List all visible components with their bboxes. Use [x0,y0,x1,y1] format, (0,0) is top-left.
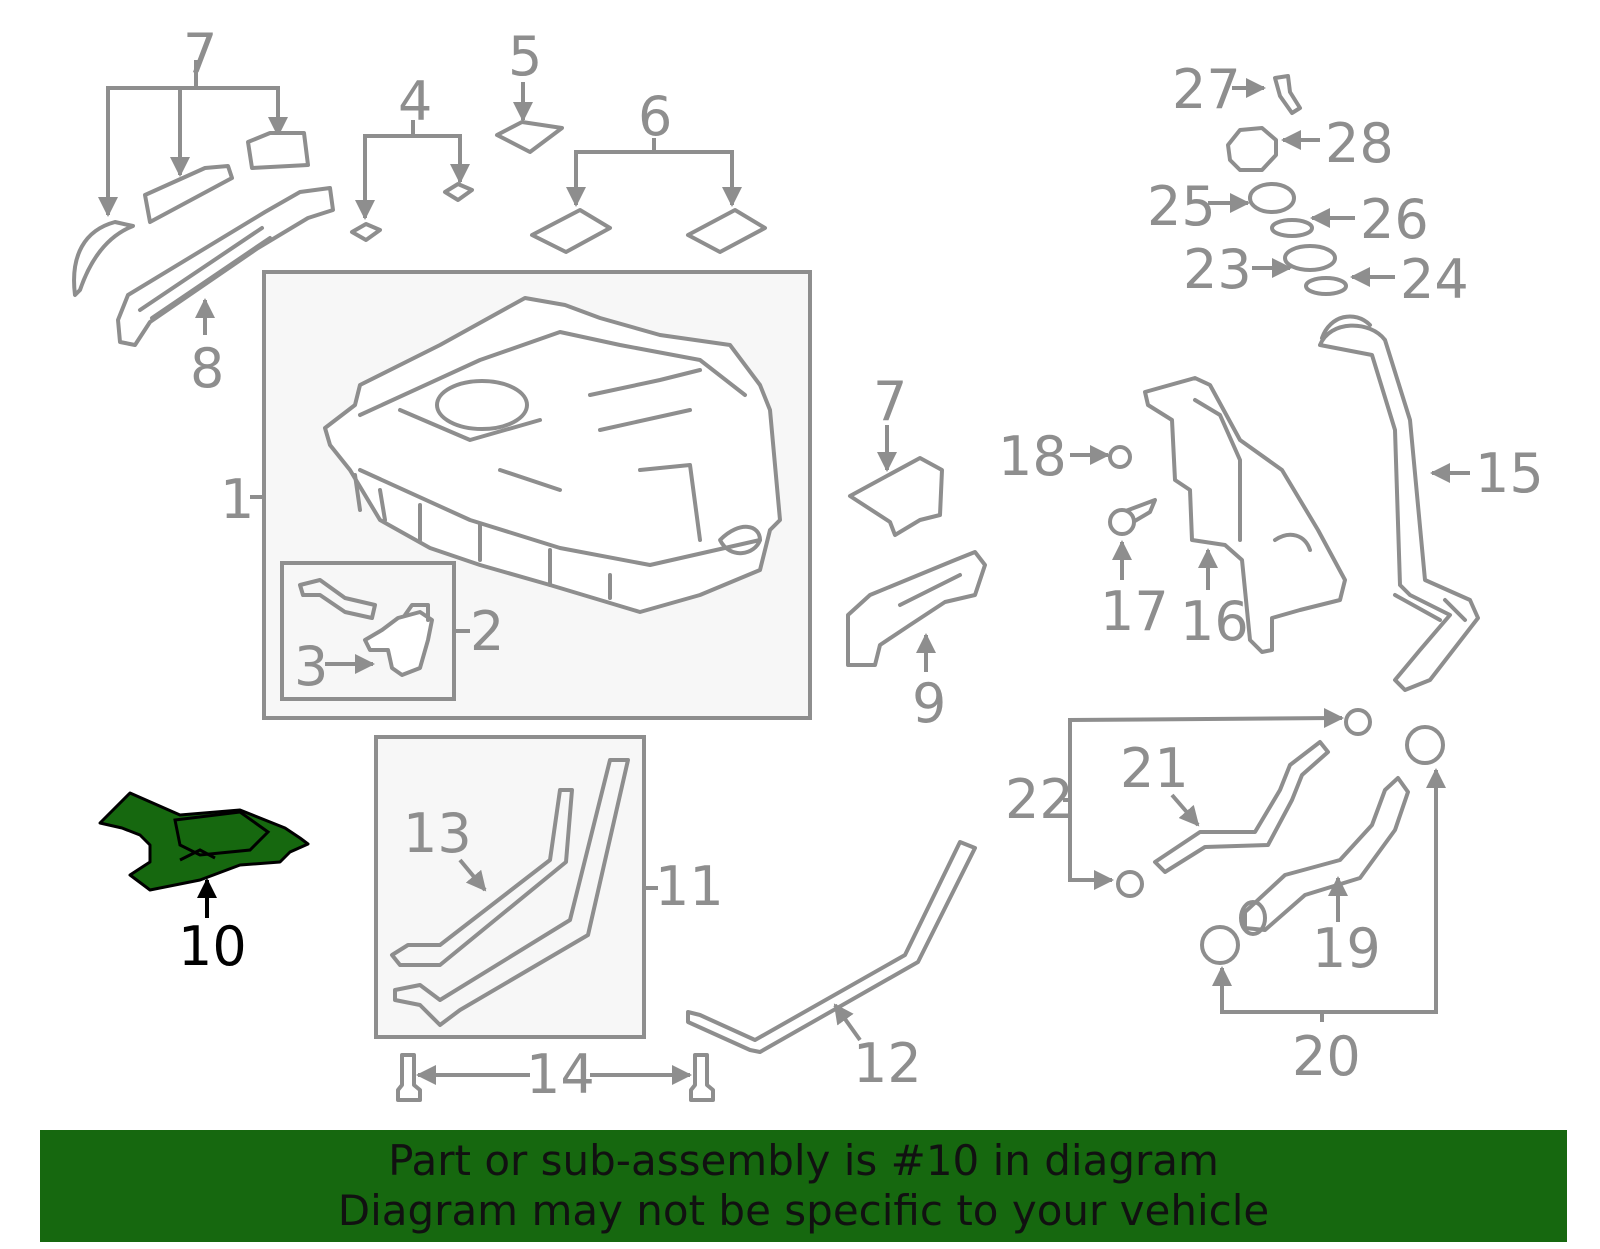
part-24-ring [1304,267,1395,296]
part-10-highlighted [98,791,310,918]
callout-15: 15 [1475,442,1544,505]
part-15-filler-pipe [1318,314,1480,692]
callout-20: 20 [1292,1025,1361,1088]
callout-12: 12 [853,1032,922,1095]
callout-8: 8 [190,337,224,400]
callout-6: 6 [638,85,672,148]
callout-7-left: 7 [183,22,217,85]
part-8-bracket [116,186,335,347]
info-banner: Part or sub-assembly is #10 in diagram D… [40,1130,1567,1242]
callout-1: 1 [220,468,254,531]
callout-24: 24 [1400,248,1469,311]
callout-18: 18 [998,425,1067,488]
callout-21: 21 [1120,737,1189,800]
callout-16: 16 [1180,590,1249,653]
callout-17: 17 [1100,580,1169,643]
banner-line-1: Part or sub-assembly is #10 in diagram [388,1136,1219,1185]
callout-19: 19 [1312,917,1381,980]
callout-13: 13 [403,802,472,865]
part-16-shield [1143,376,1347,654]
part-19-hose [1239,776,1410,936]
part-2-sender-unit [280,561,470,701]
callout-11: 11 [655,855,724,918]
callout-14: 14 [526,1043,595,1106]
callout-5: 5 [508,25,542,88]
callout-25: 25 [1147,175,1216,238]
part-7-heat-shield-right [848,425,944,537]
part-21-hose [1153,740,1330,874]
part-7-heat-shields [72,60,310,297]
callout-10: 10 [178,915,247,978]
callout-23: 23 [1183,238,1252,301]
part-9-bracket [846,550,987,672]
part-5-pad [495,82,564,154]
part-12-strap [686,840,977,1054]
part-27-bolt [1232,74,1302,115]
part-18-clip [1070,445,1132,469]
callout-26: 26 [1360,188,1429,251]
part-14-bolts [396,1053,715,1102]
part-17-screw [1108,498,1157,580]
part-11-strap-kit [374,735,658,1039]
callout-4: 4 [398,70,432,133]
callout-28: 28 [1325,112,1394,175]
part-26-ring [1270,208,1355,238]
callout-9: 9 [912,672,946,735]
part-4-pads [350,120,474,242]
callout-27: 27 [1172,58,1241,121]
callout-7-right: 7 [873,370,907,433]
part-28-cap [1226,126,1320,172]
callout-3: 3 [294,635,328,698]
part-25-seal [1208,182,1296,214]
part-20-clamps [1200,725,1446,1022]
callout-2: 2 [470,600,504,663]
part-23-collar [1252,244,1337,278]
callout-22: 22 [1005,768,1074,831]
part-6-pads [530,138,767,254]
part-22-clamps [1063,708,1372,898]
banner-line-2: Diagram may not be specific to your vehi… [337,1186,1270,1235]
